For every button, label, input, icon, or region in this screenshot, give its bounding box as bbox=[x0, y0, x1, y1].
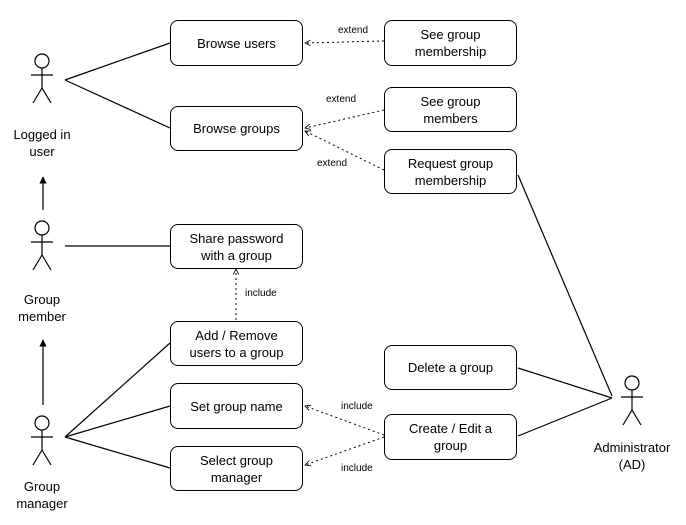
actor-group-member-figure bbox=[31, 220, 53, 271]
actor-label-administrator: Administrator (AD) bbox=[593, 440, 671, 472]
actor-administrator-figure bbox=[621, 375, 643, 426]
extend-see-membership-to-browse-users bbox=[305, 41, 385, 43]
assoc-manager-set-name bbox=[64, 405, 171, 438]
assoc-user-browse-groups bbox=[64, 79, 171, 129]
assoc-admin-request-membership bbox=[517, 174, 613, 397]
include-label-3: include bbox=[341, 463, 373, 474]
extend-label-3: extend bbox=[317, 158, 348, 169]
include-create-to-set-name bbox=[305, 406, 385, 436]
use-case-select-group-manager: Select group manager bbox=[170, 446, 303, 491]
assoc-manager-add-remove bbox=[64, 342, 171, 438]
assoc-manager-select-manager bbox=[64, 436, 171, 469]
use-case-see-group-members: See group members bbox=[384, 87, 517, 132]
use-case-delete-group: Delete a group bbox=[384, 345, 517, 390]
extend-see-members-to-browse-groups bbox=[305, 109, 385, 128]
assoc-admin-create-edit bbox=[517, 397, 613, 437]
use-case-request-group-membership: Request group membership bbox=[384, 149, 517, 194]
actor-logged-in-user-figure bbox=[31, 53, 53, 104]
use-case-browse-users: Browse users bbox=[170, 20, 303, 66]
assoc-admin-delete-group bbox=[517, 367, 613, 399]
actor-group-manager-figure bbox=[31, 415, 53, 466]
use-case-create-edit-group: Create / Edit a group bbox=[384, 414, 517, 460]
use-case-browse-groups: Browse groups bbox=[170, 106, 303, 151]
include-create-to-select-manager bbox=[305, 436, 385, 465]
assoc-user-browse-users bbox=[64, 42, 171, 81]
use-case-share-password: Share password with a group bbox=[170, 224, 303, 269]
extend-label-1: extend bbox=[338, 25, 369, 36]
use-case-add-remove-users: Add / Remove users to a group bbox=[170, 321, 303, 366]
actor-label-group-manager: Group manager bbox=[16, 479, 68, 511]
actor-label-group-member: Group member bbox=[18, 292, 66, 324]
include-label-2: include bbox=[341, 401, 373, 412]
use-case-see-group-membership: See group membership bbox=[384, 20, 517, 66]
include-label-1: include bbox=[245, 288, 277, 299]
actor-label-logged-in-user: Logged in user bbox=[13, 127, 71, 159]
use-case-set-group-name: Set group name bbox=[170, 383, 303, 429]
extend-label-2: extend bbox=[326, 94, 357, 105]
